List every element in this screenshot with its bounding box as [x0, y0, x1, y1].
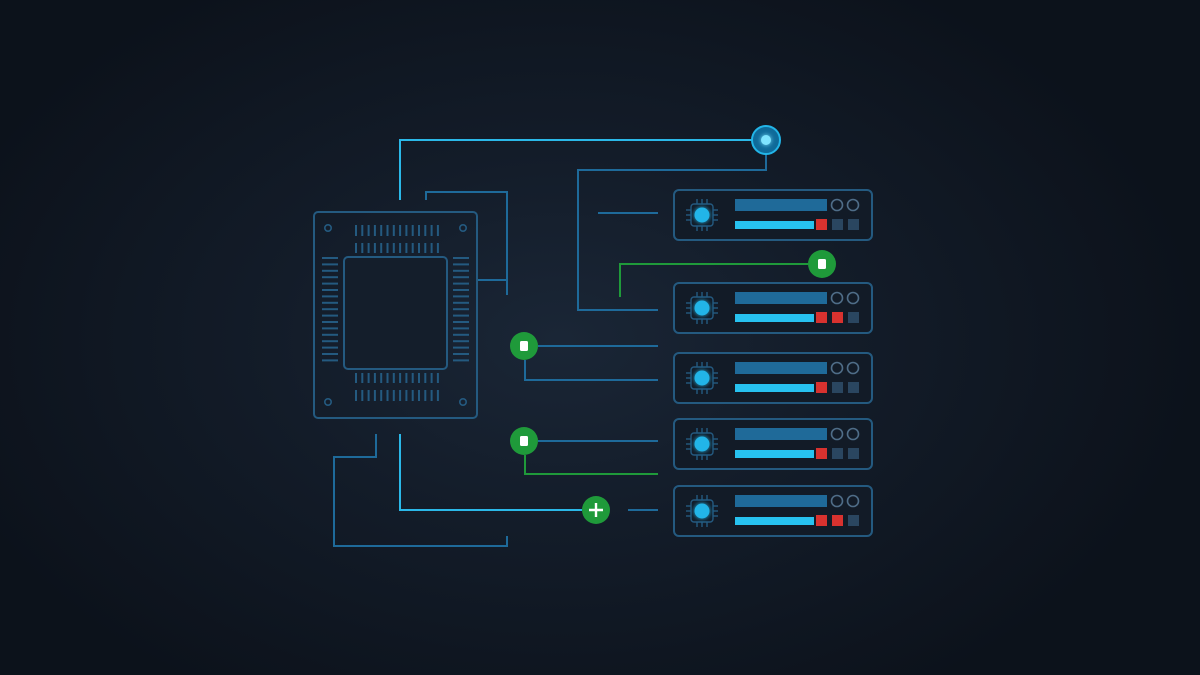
connector-chip-right	[425, 191, 508, 295]
status-light-icon	[694, 503, 710, 519]
server-rack-5	[673, 485, 873, 537]
power-ring-icon	[830, 198, 844, 212]
node-plus[interactable]	[582, 496, 610, 524]
load-bar	[735, 517, 814, 525]
capacity-bar	[735, 428, 827, 440]
server-rack-1	[673, 189, 873, 241]
power-ring-icon	[846, 198, 860, 212]
status-light-icon	[694, 300, 710, 316]
power-ring-icon	[846, 361, 860, 375]
chip-icon	[686, 495, 718, 527]
connector-bottom-bright	[399, 434, 582, 511]
node-top[interactable]	[751, 125, 781, 155]
plus-icon	[589, 503, 603, 517]
idle-indicator	[832, 448, 843, 459]
power-ring-icon	[830, 427, 844, 441]
idle-indicator	[848, 448, 859, 459]
capacity-bar	[735, 292, 827, 304]
alert-indicator	[832, 312, 843, 323]
load-bar	[735, 450, 814, 458]
connector-server2	[577, 154, 767, 311]
power-ring-icon	[846, 291, 860, 305]
power-ring-icon	[846, 427, 860, 441]
alert-indicator	[832, 515, 843, 526]
alert-indicator	[816, 382, 827, 393]
power-ring-icon	[830, 361, 844, 375]
endpoint-square-icon	[520, 436, 528, 446]
node-green-3[interactable]	[510, 427, 538, 455]
connector-server4-b	[524, 455, 658, 475]
idle-indicator	[848, 312, 859, 323]
endpoint-square-icon	[520, 341, 528, 351]
alert-indicator	[816, 219, 827, 230]
load-bar	[735, 221, 814, 229]
endpoint-nodes	[510, 125, 836, 524]
endpoint-square-icon	[818, 259, 826, 269]
node-green-2[interactable]	[510, 332, 538, 360]
load-bar	[735, 384, 814, 392]
server-rack-2	[673, 282, 873, 334]
status-light-icon	[694, 370, 710, 386]
idle-indicator	[832, 219, 843, 230]
chip-pins	[322, 225, 469, 401]
status-light-icon	[694, 207, 710, 223]
node-green-1[interactable]	[808, 250, 836, 278]
server-rack-4	[673, 418, 873, 470]
chip-icon	[686, 199, 718, 231]
server-stack	[673, 189, 873, 537]
chip-die	[343, 256, 448, 370]
connector-green-top	[619, 263, 808, 297]
alert-indicator	[816, 448, 827, 459]
connector-top-bright	[399, 139, 766, 200]
idle-indicator	[848, 382, 859, 393]
server-rack-3	[673, 352, 873, 404]
idle-indicator	[832, 382, 843, 393]
endpoint-dot-icon	[761, 135, 771, 145]
mount-hole-icon	[458, 224, 467, 233]
connector-bottom-left	[333, 434, 508, 547]
alert-indicator	[816, 515, 827, 526]
power-ring-icon	[846, 494, 860, 508]
capacity-bar	[735, 199, 827, 211]
chip-board	[313, 211, 478, 419]
connection-lines	[333, 139, 808, 547]
status-light-icon	[694, 436, 710, 452]
alert-indicator	[816, 312, 827, 323]
load-bar	[735, 314, 814, 322]
capacity-bar	[735, 495, 827, 507]
power-ring-icon	[830, 291, 844, 305]
cpu-chip-icon	[313, 211, 478, 419]
mount-hole-icon	[458, 397, 467, 406]
chip-icon	[686, 428, 718, 460]
idle-indicator	[848, 219, 859, 230]
connector-server3-b	[524, 360, 658, 381]
mount-hole-icon	[323, 397, 332, 406]
chip-icon	[686, 292, 718, 324]
mount-hole-icon	[323, 224, 332, 233]
chip-icon	[686, 362, 718, 394]
capacity-bar	[735, 362, 827, 374]
idle-indicator	[848, 515, 859, 526]
power-ring-icon	[830, 494, 844, 508]
